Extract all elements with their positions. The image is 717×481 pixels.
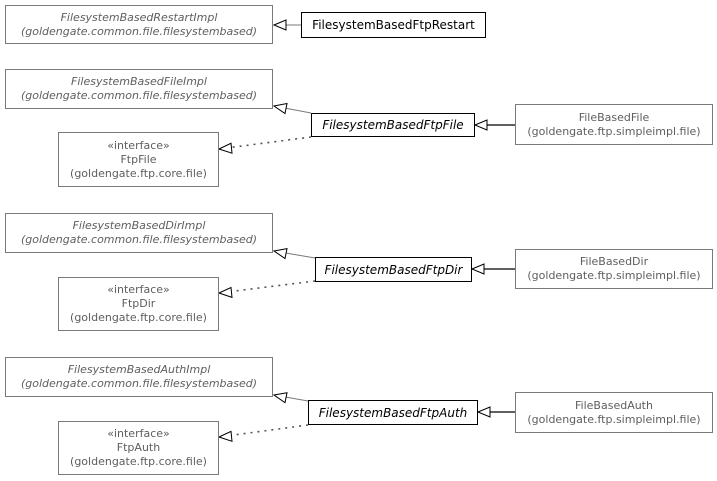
class-package: (goldengate.ftp.simpleimpl.file) xyxy=(527,124,701,138)
edge-ftpauth-implements-interface xyxy=(218,424,309,438)
interface-box-ftpdir[interactable]: «interface» FtpDir (goldengate.ftp.core.… xyxy=(58,277,219,331)
interface-package: (goldengate.ftp.core.file) xyxy=(70,311,207,324)
class-box-filebaseddir[interactable]: FileBasedDir (goldengate.ftp.simpleimpl.… xyxy=(515,249,713,289)
class-name: FilesystemBasedRestartImpl xyxy=(60,10,218,24)
class-package: (goldengate.common.file.filesystembased) xyxy=(20,377,258,390)
hollow-arrowhead xyxy=(217,286,233,299)
class-package: (goldengate.ftp.simpleimpl.file) xyxy=(527,412,701,426)
interface-stereotype: «interface» xyxy=(107,283,170,296)
interface-stereotype: «interface» xyxy=(107,427,170,440)
class-box-filesystembasedftpdir[interactable]: FilesystemBasedFtpDir xyxy=(315,257,472,282)
class-name: FileBasedAuth xyxy=(575,398,653,412)
class-package: (goldengate.common.file.filesystembased) xyxy=(20,89,258,102)
hollow-arrowhead xyxy=(217,430,233,443)
hollow-arrowhead xyxy=(272,247,288,260)
class-name: FilesystemBasedFtpDir xyxy=(324,262,463,277)
interface-name: FtpFile xyxy=(120,152,157,166)
class-box-filesystembasedrestartimpl[interactable]: FilesystemBasedRestartImpl (goldengate.c… xyxy=(5,5,273,44)
edge-ftpfile-implements-interface xyxy=(218,136,312,150)
hollow-arrowhead xyxy=(473,119,488,131)
class-box-filesystembasedftprestart[interactable]: FilesystemBasedFtpRestart xyxy=(301,12,486,38)
class-box-filesystembasedftpfile[interactable]: FilesystemBasedFtpFile xyxy=(311,113,475,137)
class-name: FilesystemBasedFtpAuth xyxy=(318,405,468,420)
interface-box-ftpauth[interactable]: «interface» FtpAuth (goldengate.ftp.core… xyxy=(58,421,219,475)
class-package: (goldengate.common.file.filesystembased) xyxy=(20,233,258,246)
interface-name: FtpAuth xyxy=(116,441,161,454)
class-box-filesystembaseddirimpl[interactable]: FilesystemBasedDirImpl (goldengate.commo… xyxy=(5,213,273,253)
hollow-arrowhead xyxy=(272,19,287,31)
interface-stereotype: «interface» xyxy=(107,138,170,152)
class-name: FileBasedDir xyxy=(579,255,649,268)
class-name: FileBasedFile xyxy=(578,110,650,124)
class-package: (goldengate.ftp.simpleimpl.file) xyxy=(527,269,701,282)
interface-box-ftpfile[interactable]: «interface» FtpFile (goldengate.ftp.core… xyxy=(58,132,219,187)
class-name: FilesystemBasedDirImpl xyxy=(72,219,206,232)
hollow-arrowhead xyxy=(272,392,288,404)
hollow-arrowhead xyxy=(476,406,491,418)
class-box-filebasedauth[interactable]: FileBasedAuth (goldengate.ftp.simpleimpl… xyxy=(515,392,713,433)
class-name: FilesystemBasedFtpRestart xyxy=(312,18,475,32)
class-box-filesystembasedauthimpl[interactable]: FilesystemBasedAuthImpl (goldengate.comm… xyxy=(5,357,273,397)
class-box-filesystembasedftpauth[interactable]: FilesystemBasedFtpAuth xyxy=(308,400,478,425)
class-name: FilesystemBasedAuthImpl xyxy=(67,363,211,376)
edge-ftpdir-implements-interface xyxy=(218,280,316,294)
class-name: FilesystemBasedFtpFile xyxy=(322,118,464,132)
class-box-filesystembasedfileimpl[interactable]: FilesystemBasedFileImpl (goldengate.comm… xyxy=(5,69,273,109)
class-name: FilesystemBasedFileImpl xyxy=(71,75,207,88)
hollow-arrowhead xyxy=(470,263,485,275)
hollow-arrowhead xyxy=(217,142,233,154)
class-box-filebasedfile[interactable]: FileBasedFile (goldengate.ftp.simpleimpl… xyxy=(515,104,713,145)
interface-package: (goldengate.ftp.core.file) xyxy=(70,455,207,468)
hollow-arrowhead xyxy=(272,102,288,115)
class-package: (goldengate.common.file.filesystembased) xyxy=(20,24,258,38)
interface-package: (goldengate.ftp.core.file) xyxy=(70,166,207,180)
interface-name: FtpDir xyxy=(121,297,156,310)
